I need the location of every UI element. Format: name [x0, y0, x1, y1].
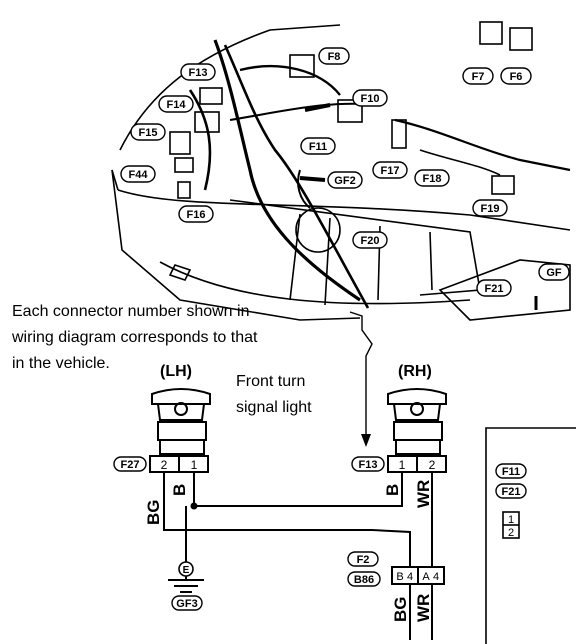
junction-pin-a: A: [422, 571, 430, 583]
right-pin-box: 1 2: [387, 455, 447, 473]
callout-f15: F15: [130, 123, 166, 141]
note-line-2: wiring diagram corresponds to that: [12, 329, 258, 346]
callout-label-f21: F21: [485, 283, 504, 295]
wire-wr-right: WR: [414, 480, 433, 508]
callout-f7: F7: [462, 67, 494, 85]
side-pin-1: 1: [508, 514, 514, 526]
left-connector-code: F27: [121, 459, 140, 471]
wire-b-left: B: [170, 484, 189, 496]
right-pin-2: 2: [429, 458, 436, 472]
callout-label-f6: F6: [510, 71, 523, 83]
lamp-left: [151, 388, 211, 455]
junction-pin-4b: 4: [433, 571, 439, 583]
engine-bay-illustration: [111, 21, 571, 321]
note-line-1: Each connector number shown in: [12, 303, 250, 320]
wire-bg-left: BG: [144, 500, 163, 526]
callout-gf: GF: [538, 263, 570, 281]
wires: [163, 472, 433, 566]
lamp-caption-2: signal light: [236, 399, 312, 416]
callout-label-f15: F15: [139, 127, 158, 139]
side-code-f11: F11: [502, 466, 520, 478]
wire-bg-bottom: BG: [391, 597, 410, 623]
callout-label-gf2: GF2: [334, 175, 355, 187]
wire-b-right: B: [383, 484, 402, 496]
callout-label-f13: F13: [189, 67, 208, 79]
lamp-caption-1: Front turn: [236, 373, 306, 390]
lamp-left-side: (LH): [160, 363, 192, 380]
lamp-right-side: (RH): [398, 363, 432, 380]
left-pin-box: 2 1: [149, 455, 209, 473]
callout-label-f17: F17: [381, 165, 400, 177]
junction-pin-4a: 4: [407, 571, 413, 583]
callout-label-f16: F16: [187, 209, 206, 221]
leader-line: [349, 311, 373, 440]
callout-label-gf: GF: [546, 267, 562, 279]
callout-f11: F11: [300, 137, 336, 155]
callout-label-f7: F7: [472, 71, 485, 83]
side-panel: F11 F21 1 2: [485, 427, 576, 644]
callout-f19: F19: [472, 199, 508, 217]
callout-label-f44: F44: [129, 169, 149, 181]
callout-f18: F18: [414, 169, 450, 187]
left-pin-2: 1: [191, 458, 198, 472]
right-pin-1: 1: [399, 458, 406, 472]
leader-arrow: [361, 434, 371, 447]
side-code-f21: F21: [502, 486, 521, 498]
callout-f44: F44: [120, 165, 156, 183]
callout-gf2: GF2: [327, 171, 363, 189]
junction-pin-b: B: [396, 571, 403, 583]
callout-f14: F14: [158, 95, 194, 113]
wire-labels: BG B B WR BG WR: [144, 480, 433, 622]
callout-label-f19: F19: [481, 203, 500, 215]
lamp-right: [387, 388, 447, 455]
left-pin-1: 2: [161, 458, 168, 472]
callout-f8: F8: [318, 47, 350, 65]
callout-label-f10: F10: [361, 93, 380, 105]
callout-f16: F16: [178, 205, 214, 223]
connector-code-labels: F27 F13: [113, 456, 385, 472]
callout-label-f8: F8: [328, 51, 341, 63]
callout-label-f20: F20: [361, 235, 380, 247]
right-connector-code: F13: [359, 459, 378, 471]
callout-f20: F20: [352, 231, 388, 249]
callout-label-f11: F11: [309, 141, 327, 153]
callout-f10: F10: [352, 89, 388, 107]
callout-label-f14: F14: [167, 99, 187, 111]
ground-point-code: GF3: [176, 598, 197, 610]
side-pin-2: 2: [508, 527, 514, 539]
ground-terminal: E: [183, 565, 190, 576]
junction-code-b86: B86: [354, 574, 374, 586]
callout-f17: F17: [372, 161, 408, 179]
callout-f21: F21: [476, 279, 512, 297]
callout-f13: F13: [180, 63, 216, 81]
ground-symbol: E GF3: [168, 561, 204, 611]
note-line-3: in the vehicle.: [12, 355, 110, 372]
splice-point: [190, 502, 198, 510]
junction-connector: F2 B86 B 4 A 4: [347, 551, 445, 640]
wire-wr-bottom: WR: [414, 594, 433, 622]
junction-code-f2: F2: [357, 554, 370, 566]
callout-f6: F6: [500, 67, 532, 85]
callout-label-f18: F18: [423, 173, 442, 185]
